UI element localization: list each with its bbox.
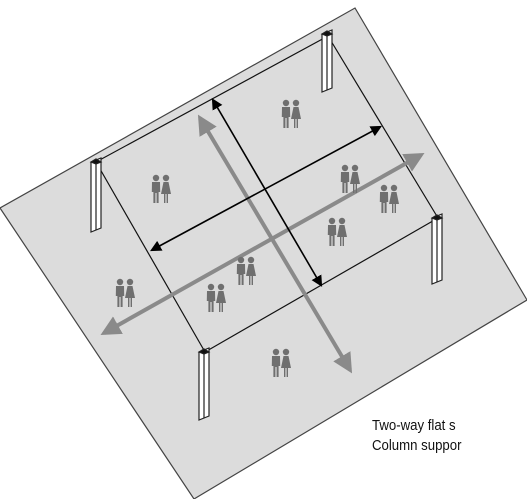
column-icon: [89, 157, 103, 233]
columns: [89, 29, 444, 421]
column-icon: [320, 29, 334, 93]
caption-line-2: Column suppor: [372, 437, 462, 454]
primary-span-arrows: [150, 98, 382, 287]
span-arrow-long: [150, 125, 382, 252]
caption-line-1: Two-way flat s: [372, 417, 456, 434]
diagram-caption: Two-way flat s Column suppor: [372, 416, 462, 456]
column-icon: [197, 347, 211, 421]
column-icon: [430, 213, 444, 285]
